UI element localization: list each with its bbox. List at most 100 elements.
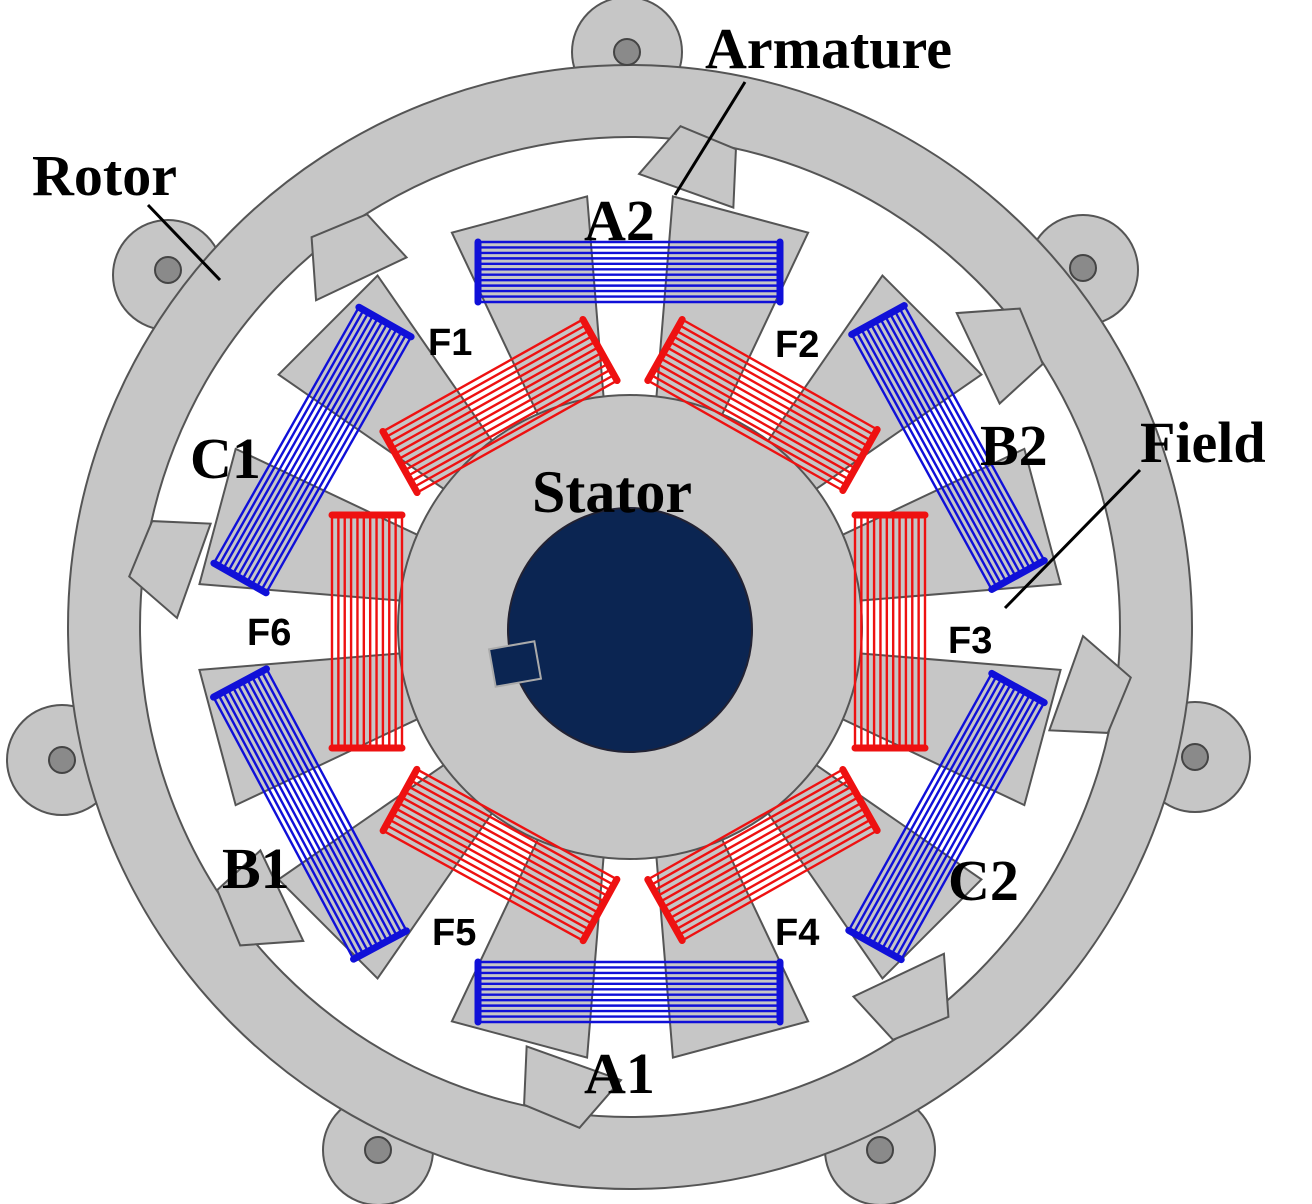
armature-coil-a1 — [474, 958, 784, 1026]
leader-lines — [146, 81, 1142, 610]
coil-wire — [903, 304, 1046, 562]
coil-wire — [413, 373, 615, 489]
armature-coils — [210, 238, 1048, 1026]
coil-wire — [881, 691, 1027, 950]
shaft-disc — [507, 507, 753, 753]
coil-wire — [391, 335, 593, 450]
coil-end — [579, 315, 621, 385]
coil-wire — [226, 688, 370, 952]
coil-wire — [394, 340, 596, 455]
coil-wire — [222, 311, 370, 570]
coil-wire — [876, 688, 1022, 947]
coil-wire — [665, 801, 863, 914]
coil-wire — [653, 368, 850, 481]
coil-wire — [400, 796, 603, 909]
coil-wire — [678, 823, 875, 936]
coil-wire — [382, 829, 584, 942]
coil-wire — [665, 346, 863, 459]
rotor-teeth — [128, 125, 1132, 1129]
coil-end — [988, 669, 1048, 707]
label-armature: Armature — [705, 16, 952, 81]
coil-wire — [900, 702, 1046, 961]
bolt-hole — [866, 1136, 894, 1164]
coil-wire — [231, 686, 374, 950]
coil-end — [644, 876, 686, 944]
coil-wire — [662, 351, 860, 464]
coil-wire — [404, 357, 606, 472]
label-f1: F1 — [428, 322, 472, 364]
coil-wire — [391, 812, 593, 925]
bolt-hole — [1181, 743, 1209, 771]
field-coil-f3 — [851, 511, 929, 752]
coil-wire — [871, 686, 1017, 945]
rotor-leader — [146, 203, 222, 282]
coil-wire — [255, 673, 398, 937]
armature-coil-b1 — [210, 665, 410, 963]
coil-end — [379, 765, 421, 835]
rotor-tooth — [310, 213, 409, 302]
label-f2: F2 — [775, 324, 819, 366]
coil-end — [839, 766, 881, 834]
labels: Armature Rotor Field Stator A2 A1 B1 B2 … — [32, 16, 1266, 1106]
armature-leader — [673, 81, 747, 196]
label-stator: Stator — [532, 459, 692, 525]
coil-wire — [885, 694, 1031, 953]
coil-wire — [874, 320, 1017, 577]
armature-coil-a2 — [474, 238, 784, 306]
coil-wire — [410, 368, 612, 483]
rotor-tooth — [216, 848, 305, 947]
coil-wire — [400, 351, 603, 466]
rotor-tooth — [128, 520, 213, 620]
coil-wire — [246, 678, 389, 942]
coil-wire — [231, 317, 379, 575]
bolt-hole — [48, 746, 76, 774]
coil-wire — [675, 329, 872, 442]
armature-coil-c1 — [210, 303, 415, 597]
field-leader — [1003, 468, 1142, 610]
coil-wire — [260, 670, 403, 934]
label-b2: B2 — [980, 413, 1048, 478]
label-f3: F3 — [948, 620, 992, 662]
coil-wire — [888, 312, 1032, 570]
coil-wire — [852, 675, 998, 934]
coil-wire — [647, 768, 844, 881]
bolt-holes — [48, 38, 1209, 1164]
coil-end — [210, 559, 270, 597]
coil-wire — [669, 807, 866, 920]
coil-wire — [394, 807, 596, 920]
rotor-tooth — [523, 1044, 623, 1129]
bolt-hole — [613, 38, 641, 66]
coil-wire — [653, 779, 850, 892]
label-f5: F5 — [432, 912, 476, 954]
shaft-key — [487, 640, 543, 688]
coil-end — [579, 875, 621, 945]
coil-wire — [413, 773, 615, 886]
coil-wire — [397, 346, 600, 461]
coil-end — [355, 303, 415, 341]
field-coil-f4 — [644, 766, 881, 944]
coil-wire — [227, 314, 375, 572]
coil-wire — [236, 683, 379, 947]
coil-wire — [650, 373, 847, 486]
armature-coil-c2 — [845, 669, 1048, 964]
coil-wire — [675, 818, 872, 931]
field-coil-f2 — [644, 316, 881, 494]
coil-wire — [662, 796, 860, 909]
coil-wire — [659, 790, 856, 903]
label-rotor: Rotor — [32, 143, 177, 208]
coil-wire — [250, 676, 394, 940]
coil-wire — [884, 315, 1027, 572]
field-coil-f5 — [379, 765, 621, 945]
coil-wire — [212, 306, 360, 564]
label-b1: B1 — [222, 836, 290, 901]
coil-wire — [217, 309, 365, 567]
coil-wire — [866, 683, 1012, 942]
coil-wire — [212, 696, 355, 960]
rotor-tooth — [851, 952, 950, 1041]
coil-wire — [864, 325, 1008, 583]
coil-end — [845, 926, 905, 964]
bolt-hole — [364, 1136, 392, 1164]
coil-wire — [222, 691, 365, 955]
coil-wire — [241, 322, 389, 580]
